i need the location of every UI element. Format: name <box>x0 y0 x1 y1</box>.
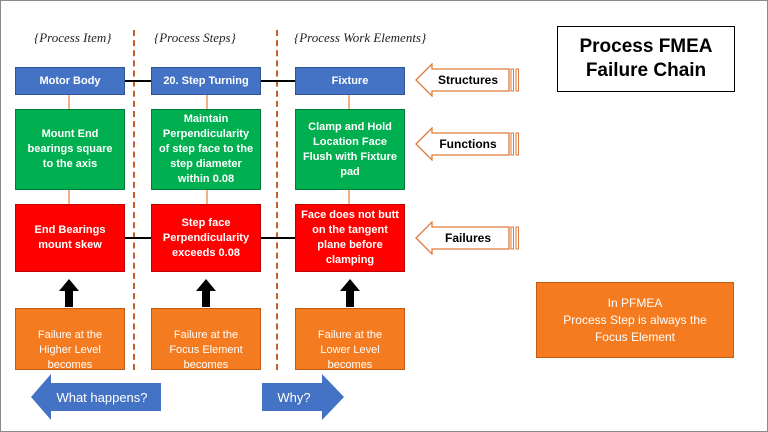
header-process-work-elements: {Process Work Elements} <box>294 30 427 45</box>
left-arrow-icon <box>415 63 519 97</box>
info-line-3: Focus Element <box>594 329 676 344</box>
explanation-text: Failure at the Focus Element becomes <box>169 329 243 371</box>
left-big-arrow-icon <box>31 374 161 420</box>
connector <box>348 190 350 204</box>
title-box: Process FMEA Failure Chain <box>557 26 735 92</box>
column-divider-left <box>133 30 135 370</box>
failure-link <box>261 237 295 239</box>
up-arrow-icon <box>196 279 216 307</box>
structure-process-step: 20. Step Turning <box>151 67 261 95</box>
why-label: Why? <box>277 390 311 405</box>
up-arrow-icon <box>340 279 360 307</box>
failure-effect-box: End Bearings mount skew <box>15 204 125 272</box>
connector <box>348 95 350 109</box>
connector <box>206 95 208 109</box>
functions-label: Functions <box>439 137 497 151</box>
header-process-steps: {Process Steps} <box>154 30 236 45</box>
structure-work-element: Fixture <box>295 67 405 95</box>
failure-mode-explanation: Failure at the Focus Element becomes Fai… <box>151 308 261 386</box>
failure-mode-box: Step face Perpendicularity exceeds 0.08 <box>151 204 261 272</box>
failures-label: Failures <box>444 231 492 245</box>
title-line-2: Failure Chain <box>585 60 707 81</box>
left-arrow-icon <box>415 221 519 255</box>
left-arrow-icon <box>415 127 519 161</box>
explanation-text: Failure at the Lower Level becomes <box>317 329 383 371</box>
function-process-item: Mount End bearings square to the axis <box>15 109 125 190</box>
structure-link <box>125 80 151 82</box>
connector <box>68 190 70 204</box>
failure-link <box>125 237 151 239</box>
right-big-arrow-icon <box>262 374 344 420</box>
connector <box>206 190 208 204</box>
info-line-2: Process Step is always the <box>563 312 707 327</box>
what-happens-label: What happens? <box>56 390 148 405</box>
up-arrow-icon <box>59 279 79 307</box>
explanation-bold: Failure Mode <box>172 374 240 386</box>
structure-link <box>261 80 295 82</box>
failure-cause-explanation: Failure at the Lower Level becomes Failu… <box>295 308 405 386</box>
function-process-step: Maintain Perpendicularity of step face t… <box>151 109 261 190</box>
failure-cause-box: Face does not butt on the tangent plane … <box>295 204 405 272</box>
title-line-1: Process FMEA <box>579 36 713 57</box>
header-process-item: {Process Item} <box>34 30 112 45</box>
structures-label: Structures <box>437 73 499 87</box>
connector <box>68 95 70 109</box>
pfmea-info-box: In PFMEA Process Step is always the Focu… <box>536 282 734 358</box>
explanation-text: Failure at the Higher Level becomes <box>37 329 103 371</box>
column-divider-right <box>276 30 278 370</box>
info-line-1: In PFMEA <box>607 295 663 310</box>
structure-process-item: Motor Body <box>15 67 125 95</box>
function-work-element: Clamp and Hold Location Face Flush with … <box>295 109 405 190</box>
failure-effect-explanation: Failure at the Higher Level becomes Fail… <box>15 308 125 386</box>
